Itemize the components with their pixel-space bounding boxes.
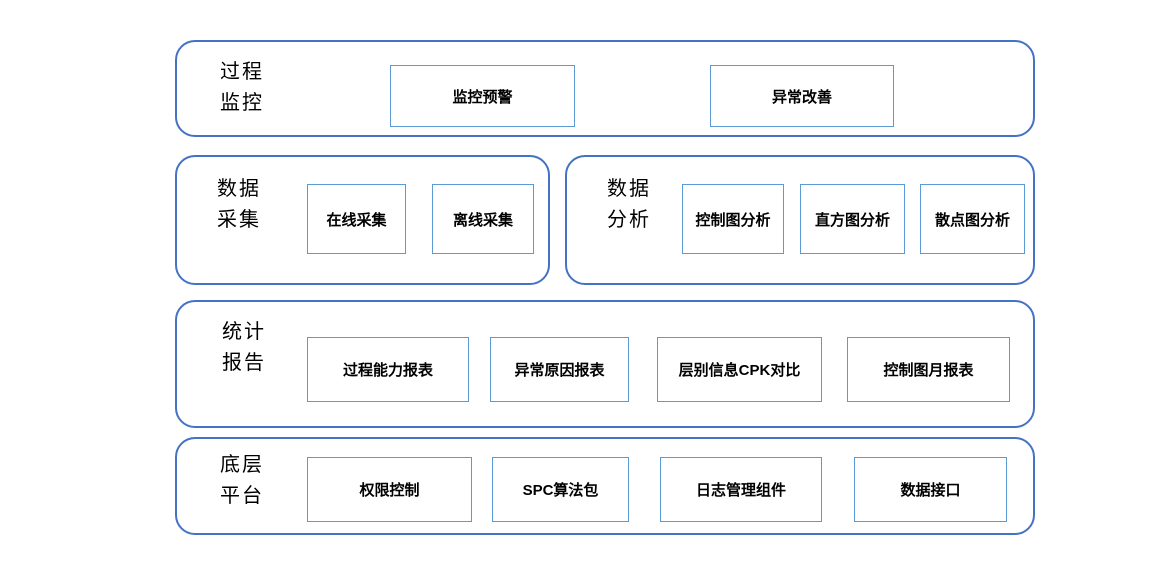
module-data-interface: 数据接口 — [854, 457, 1007, 522]
section-title-line2: 平台 — [220, 485, 264, 507]
section-title: 底层 平台 — [220, 450, 264, 512]
module-offline-collection: 离线采集 — [432, 184, 534, 254]
module-monitoring-warning: 监控预警 — [390, 65, 575, 127]
module-histogram-analysis: 直方图分析 — [800, 184, 905, 254]
section-title-line1: 数据 — [217, 178, 261, 200]
section-title-line2: 采集 — [217, 209, 261, 231]
module-control-chart-monthly-report: 控制图月报表 — [847, 337, 1010, 402]
module-process-capability-report: 过程能力报表 — [307, 337, 469, 402]
section-title-line2: 监控 — [220, 92, 264, 114]
section-title: 过程 监控 — [220, 57, 264, 119]
module-anomaly-improvement: 异常改善 — [710, 65, 894, 127]
section-title: 数据 采集 — [217, 174, 261, 236]
section-title-line2: 报告 — [222, 352, 266, 374]
section-title: 统计 报告 — [222, 317, 266, 379]
section-title-line1: 统计 — [222, 321, 266, 343]
module-log-management-component: 日志管理组件 — [660, 457, 822, 522]
module-spc-algorithm-package: SPC算法包 — [492, 457, 629, 522]
module-online-collection: 在线采集 — [307, 184, 406, 254]
section-title-line1: 过程 — [220, 61, 264, 83]
section-title-line1: 数据 — [607, 178, 651, 200]
module-stratified-cpk-comparison: 层别信息CPK对比 — [657, 337, 822, 402]
section-base-platform: 底层 平台 权限控制 SPC算法包 日志管理组件 数据接口 — [175, 437, 1035, 535]
section-data-analysis: 数据 分析 控制图分析 直方图分析 散点图分析 — [565, 155, 1035, 285]
section-title: 数据 分析 — [607, 174, 651, 236]
section-title-line2: 分析 — [607, 209, 651, 231]
section-title-line1: 底层 — [220, 454, 264, 476]
section-statistical-reports: 统计 报告 过程能力报表 异常原因报表 层别信息CPK对比 控制图月报表 — [175, 300, 1035, 428]
section-data-collection: 数据 采集 在线采集 离线采集 — [175, 155, 550, 285]
section-process-monitoring: 过程 监控 监控预警 异常改善 — [175, 40, 1035, 137]
module-access-control: 权限控制 — [307, 457, 472, 522]
module-scatter-plot-analysis: 散点图分析 — [920, 184, 1025, 254]
module-control-chart-analysis: 控制图分析 — [682, 184, 784, 254]
module-anomaly-cause-report: 异常原因报表 — [490, 337, 629, 402]
